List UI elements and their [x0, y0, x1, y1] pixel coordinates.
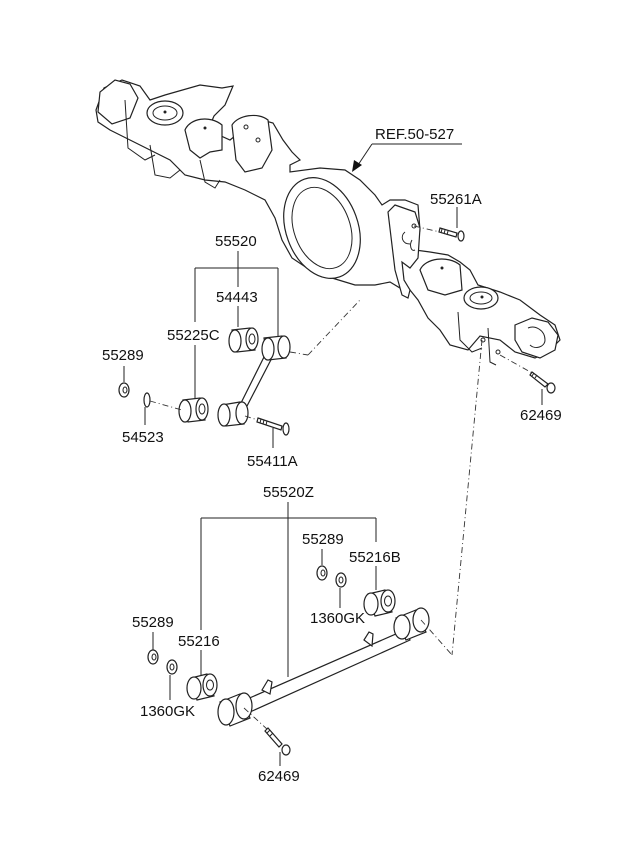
bushing-55225c — [178, 397, 209, 423]
bolt-55411a — [244, 415, 290, 448]
label-ref-50-527: REF.50-527 — [375, 126, 454, 143]
bushing-55216b — [363, 589, 396, 617]
washer-1360gk-lower-left — [166, 659, 178, 700]
bushing-55216 — [186, 673, 218, 701]
label-55216: 55216 — [178, 633, 220, 650]
reference-pointer — [352, 143, 462, 172]
rear-axle-housing — [95, 79, 561, 366]
label-54523: 54523 — [122, 429, 164, 446]
lower-control-arm — [217, 607, 453, 731]
bolt-55261a — [413, 207, 465, 242]
label-62469-lower: 62469 — [258, 768, 300, 785]
nut-55289-upper — [118, 382, 130, 398]
nut-55289-lower-right — [316, 565, 328, 581]
bushing-54443 — [228, 327, 259, 353]
bolt-62469-upper — [499, 354, 556, 405]
nut-55289-lower-left — [147, 649, 159, 665]
label-55216b: 55216B — [349, 549, 401, 566]
washer-54523 — [143, 392, 183, 425]
label-55289-upper: 55289 — [102, 347, 144, 364]
label-55261a: 55261A — [430, 191, 482, 208]
alignment-line — [451, 339, 483, 656]
label-55289-lower-left: 55289 — [132, 614, 174, 631]
label-1360gk-lower-left: 1360GK — [140, 703, 195, 720]
label-62469-upper: 62469 — [520, 407, 562, 424]
label-55411a: 55411A — [247, 453, 298, 470]
washer-1360gk-lower-right — [335, 572, 347, 608]
leader-55520 — [194, 251, 279, 400]
label-1360gk-lower-right: 1360GK — [310, 610, 365, 627]
leader-55520z — [200, 502, 377, 677]
label-54443: 54443 — [216, 289, 258, 306]
label-55520z: 55520Z — [263, 484, 314, 501]
lateral-rod — [217, 299, 361, 427]
label-55225c: 55225C — [167, 327, 220, 344]
label-55520: 55520 — [215, 233, 257, 250]
bolt-62469-lower — [264, 727, 291, 766]
label-55289-lower-right: 55289 — [302, 531, 344, 548]
